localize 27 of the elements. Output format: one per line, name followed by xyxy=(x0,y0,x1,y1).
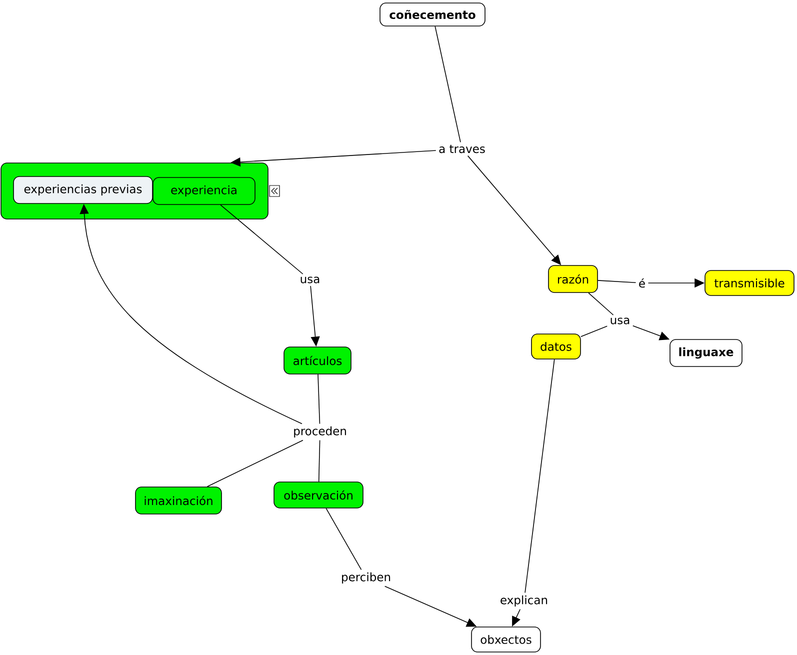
concept-box: imaxinación xyxy=(135,486,222,514)
connector-line xyxy=(580,326,608,337)
concept-box: experiencias previas xyxy=(13,176,153,204)
connector-line xyxy=(434,26,461,143)
concept-box: experiencia xyxy=(152,177,256,205)
concept-box: observación xyxy=(274,482,364,508)
concept-box: datos xyxy=(531,334,581,360)
linking-phrase: proceden xyxy=(294,426,346,438)
connector-line xyxy=(598,280,636,284)
connector-line xyxy=(318,374,320,424)
concept-box: obxectos xyxy=(471,626,541,652)
concept-box: transmisible xyxy=(704,270,794,296)
linking-phrase: perciben xyxy=(342,572,390,584)
concept-box: razón xyxy=(548,265,598,293)
linking-phrase: a traves xyxy=(439,144,485,154)
connector-line xyxy=(318,440,320,482)
concept-box: artículos xyxy=(284,346,352,374)
connector-line xyxy=(206,440,304,487)
connector-line xyxy=(588,292,614,316)
concept-box: coñecemento xyxy=(380,2,486,26)
concept-box: linguaxe xyxy=(670,339,742,367)
connector-line xyxy=(524,359,555,594)
linking-phrase: explican xyxy=(500,595,548,607)
linking-phrase: usa xyxy=(610,318,630,324)
connector-line xyxy=(326,508,362,570)
linking-phrase: usa xyxy=(300,276,320,284)
linking-phrase: é xyxy=(639,278,645,288)
